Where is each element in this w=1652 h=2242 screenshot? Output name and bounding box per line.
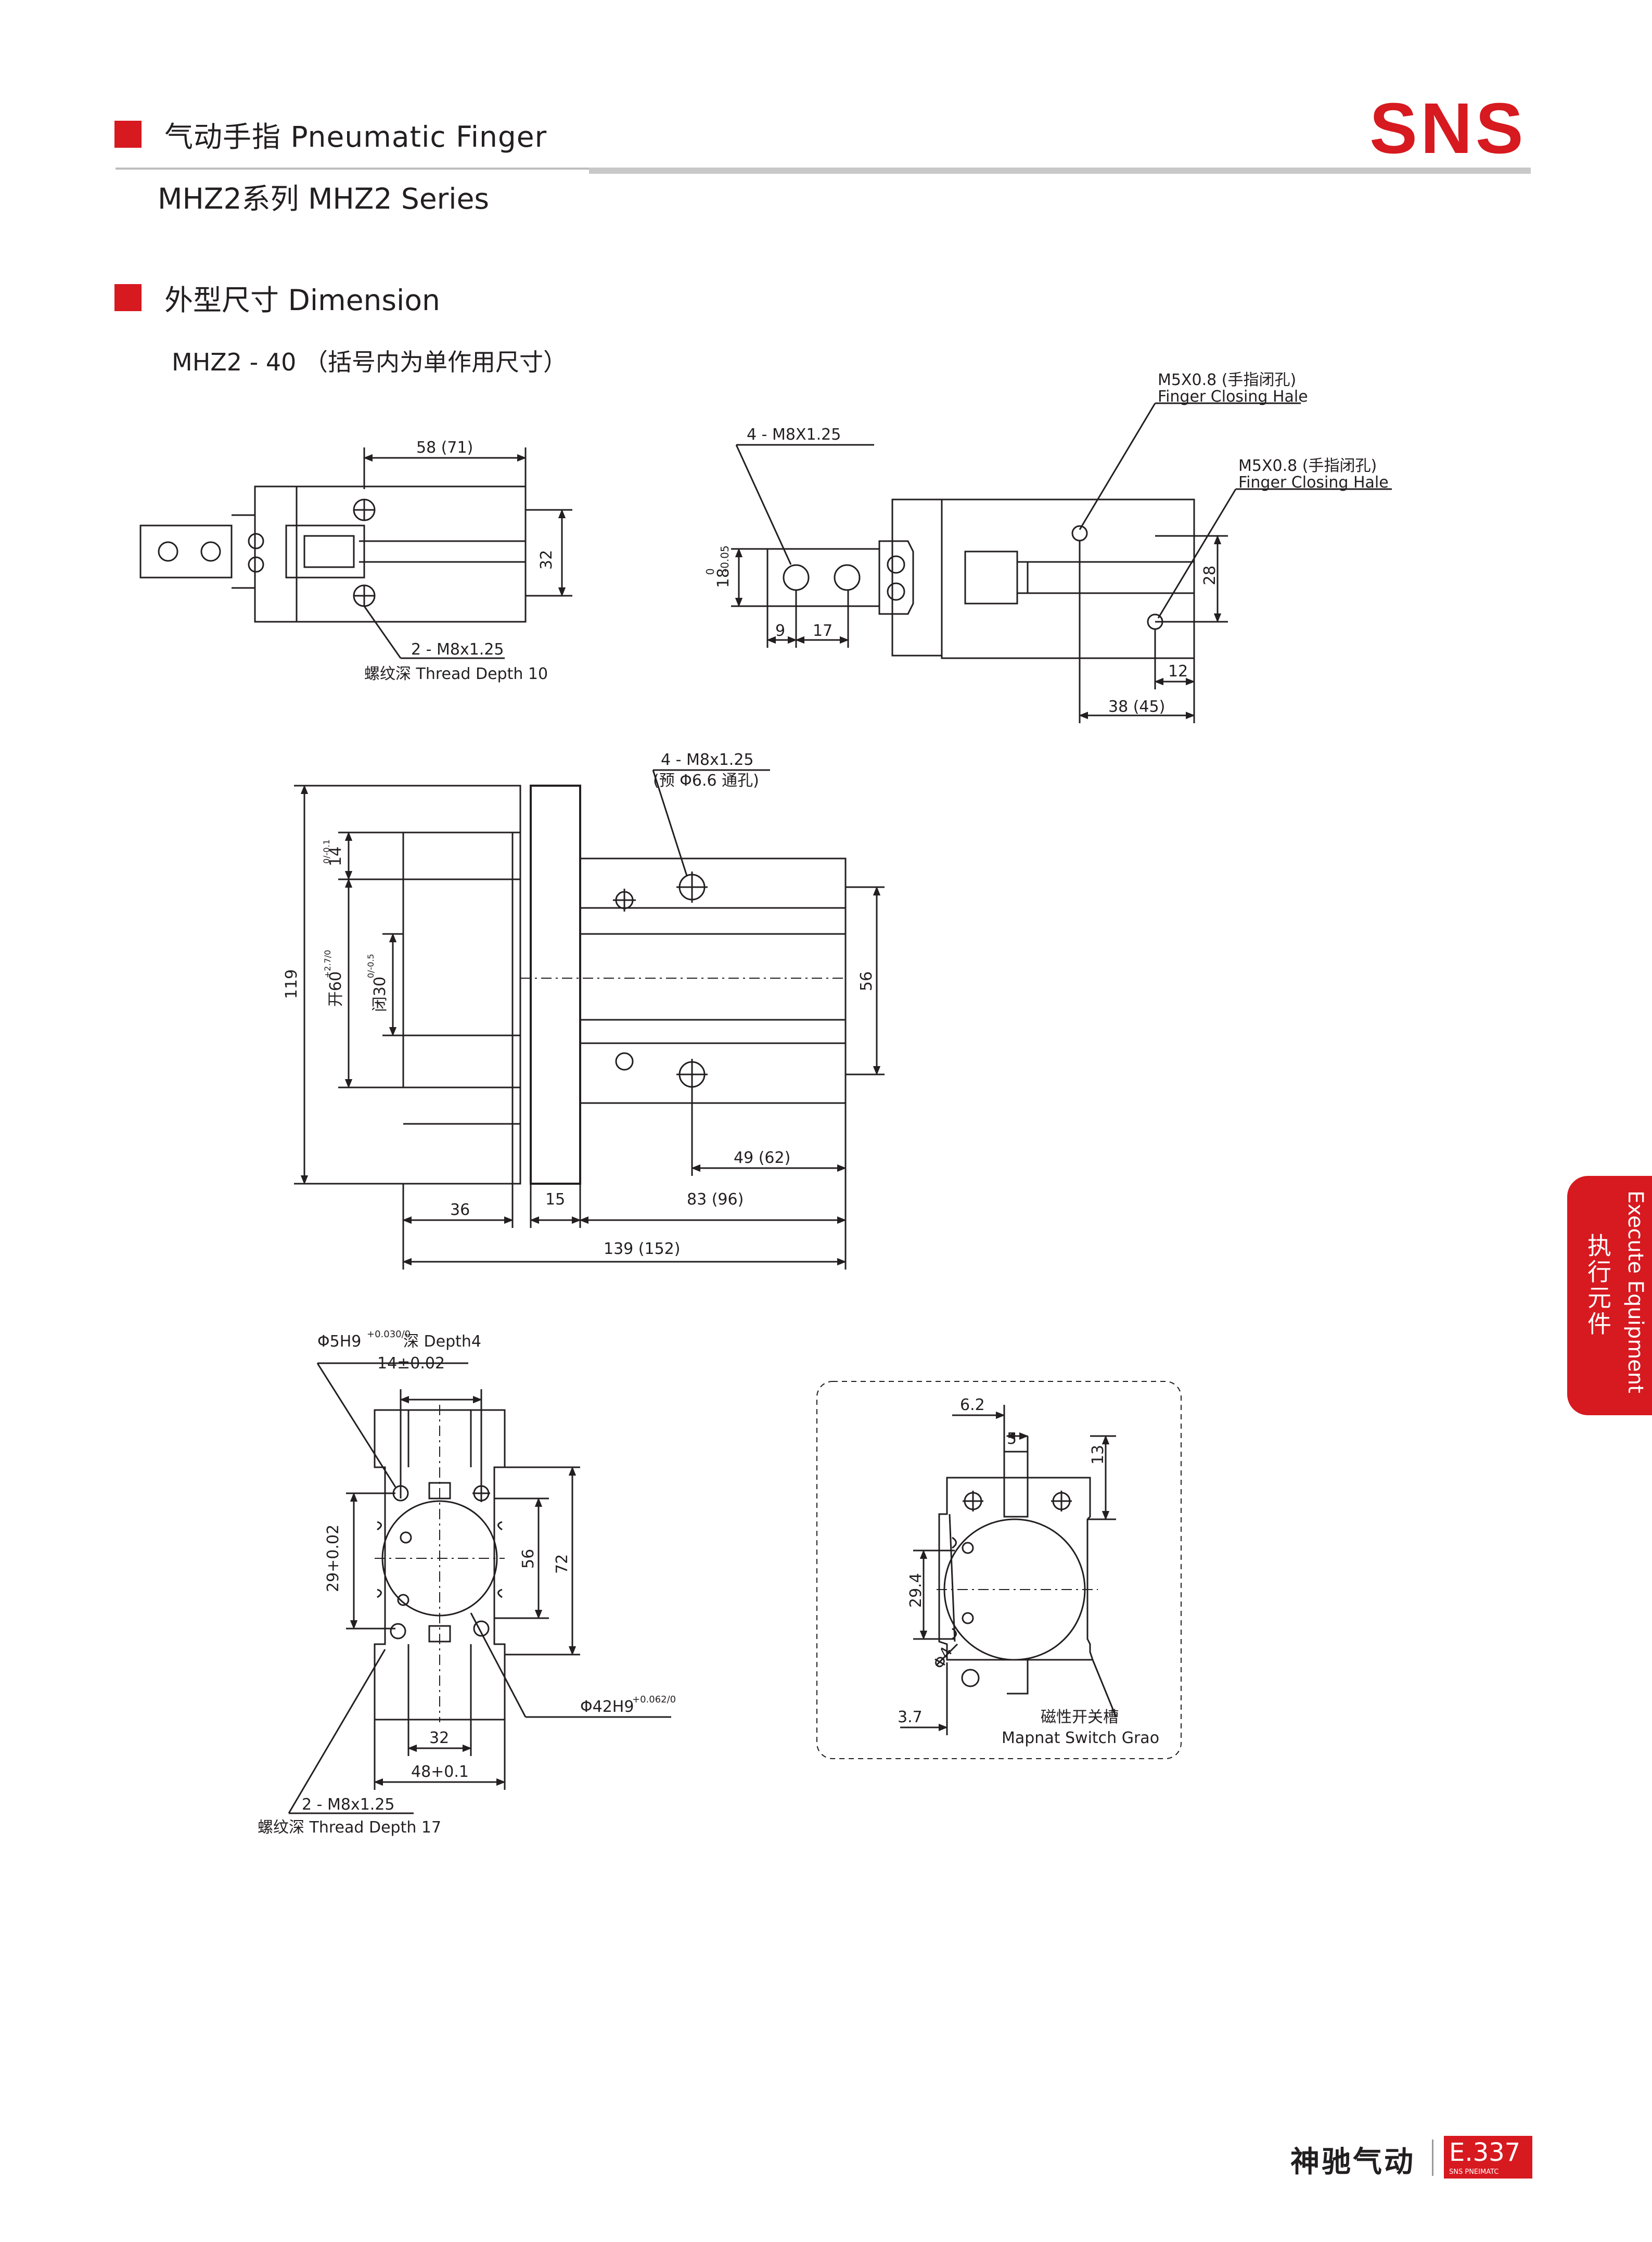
thread-depth-v1: 螺纹深 Thread Depth 10: [364, 665, 548, 683]
pin-label: Φ5H9: [317, 1333, 361, 1351]
dim-13: 13: [1089, 1445, 1107, 1465]
dim-29: 29+0.02: [324, 1524, 342, 1592]
section-title-text: 外型尺寸 Dimension: [164, 284, 440, 317]
view-middle: [294, 769, 885, 1270]
footer-brand: 神驰气动: [1290, 2145, 1415, 2179]
view-bottom-right: [816, 1381, 1182, 1759]
thread-sub-v3: (预 Φ6.6 通孔): [653, 772, 759, 790]
dim-56-v4: 56: [519, 1549, 537, 1569]
dim-119: 119: [283, 969, 301, 999]
section-title: 外型尺寸 Dimension: [114, 277, 440, 318]
page-sub: SNS PNEIMATC: [1449, 2168, 1499, 2176]
pin-depth: 深 Depth4: [403, 1333, 481, 1351]
dim-72: 72: [553, 1554, 571, 1574]
dim-38: 38 (45): [1108, 698, 1165, 716]
side-tab: Execute Equipment 执行元件: [1567, 1176, 1652, 1415]
dim-open-tol: +2.7/0: [323, 950, 332, 978]
dim-open: 开60: [327, 971, 345, 1007]
side-tab-cn: 执行元件: [1584, 1233, 1612, 1337]
port2-label: M5X0.8 (手指闭孔): [1238, 457, 1377, 475]
thread-depth-v4: 螺纹深 Thread Depth 17: [258, 1818, 441, 1837]
pin-spacing: 14±0.02: [377, 1354, 445, 1373]
port1-en: Finger Closing Hale: [1158, 388, 1308, 406]
pin-tol: +0.030/0: [367, 1329, 411, 1340]
header-title-text: 气动手指 Pneumatic Finger: [164, 120, 547, 153]
side-tab-en: Execute Equipment: [1623, 1190, 1647, 1393]
header-title: 气动手指 Pneumatic Finger: [114, 113, 547, 155]
port2-en: Finger Closing Hale: [1238, 473, 1389, 492]
dim-83: 83 (96): [687, 1190, 744, 1209]
view-top-right: [731, 402, 1392, 723]
dim-12: 12: [1168, 662, 1188, 681]
dim-58: 58 (71): [416, 439, 473, 457]
slot-en: Mapnat Switch Grao: [1002, 1729, 1159, 1747]
dim-29-4: 29.4: [907, 1573, 925, 1608]
page-number: E.337: [1449, 2138, 1521, 2167]
thread-label-v3: 4 - M8x1.25: [661, 751, 754, 769]
header-subtitle: MHZ2系列 MHZ2 Series: [158, 182, 490, 215]
dim-36: 36: [450, 1201, 470, 1219]
thread-label-v4: 2 - M8x1.25: [302, 1796, 395, 1814]
dim-close: 闭30: [371, 977, 389, 1012]
header-rule-right: [589, 168, 1531, 174]
dim-15: 15: [545, 1190, 565, 1209]
dim-49: 49 (62): [734, 1149, 790, 1167]
view-bottom-left: [288, 1362, 671, 1814]
bore-label: Φ42H9: [580, 1698, 634, 1716]
dim-32-v4: 32: [429, 1729, 449, 1747]
dim-3-7: 3.7: [898, 1708, 923, 1726]
model-label: MHZ2 - 40 （括号内为单作用尺寸）: [172, 348, 568, 376]
view-top-left: [139, 447, 572, 659]
footer-separator: [1432, 2139, 1433, 2176]
title-bullet: [114, 121, 142, 148]
dim-32: 32: [537, 550, 556, 570]
brand-logo: SNS: [1369, 88, 1527, 169]
dim-18: 18: [714, 568, 733, 588]
dim-56-v3: 56: [857, 971, 876, 991]
thread-label-v2: 4 - M8X1.25: [747, 426, 841, 444]
slot-label: 磁性开关槽: [1041, 1708, 1119, 1726]
dim-139: 139 (152): [604, 1240, 680, 1258]
bore-tol: +0.062/0: [632, 1694, 676, 1705]
dim-5: 5: [1007, 1430, 1017, 1448]
dim-18-tol-top: 0: [704, 568, 716, 575]
dim-28: 28: [1201, 566, 1219, 585]
dim-18-tol-bot: -0.05: [719, 545, 731, 572]
dim-17: 17: [813, 622, 833, 640]
port1-label: M5X0.8 (手指闭孔): [1158, 371, 1296, 389]
thread-label-v1: 2 - M8x1.25: [411, 640, 504, 659]
page-number-badge: E.337 SNS PNEIMATC: [1444, 2136, 1532, 2179]
dim-6-2: 6.2: [960, 1396, 985, 1414]
dim-close-tol: 0/-0.5: [366, 954, 376, 978]
dim-14-tol: 0/-0.1: [322, 839, 331, 864]
dim-48: 48+0.1: [411, 1763, 469, 1781]
dim-14: 14: [327, 847, 345, 866]
dim-9: 9: [775, 622, 785, 640]
header-rule-left: [116, 168, 589, 170]
section-bullet: [114, 284, 142, 311]
